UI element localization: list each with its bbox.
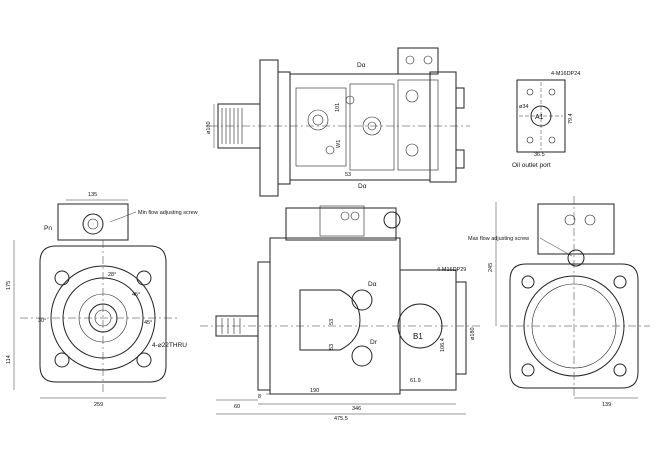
left-175: 175 — [6, 281, 12, 290]
side-53a: 53 — [329, 319, 335, 325]
port-pn: Pn — [44, 225, 52, 232]
port-a1-outlet: A1 — [535, 114, 544, 121]
side-dia: ø180 — [470, 327, 476, 340]
side-619: 61.9 — [410, 378, 421, 384]
right-rear-view: Max flow adjusting screw 245 139 — [468, 196, 650, 408]
outlet-dia: ø34 — [519, 104, 528, 110]
port-b1: B1 — [413, 332, 423, 341]
top-w1: W1 — [336, 140, 342, 148]
left-114: 114 — [6, 355, 12, 364]
side-475: 475.5 — [334, 416, 348, 422]
left-259: 259 — [94, 402, 103, 408]
max-flow-label: Max flow adjusting screw — [468, 236, 529, 242]
port-dr-top: Dα — [358, 183, 367, 190]
top-view: ø180 101 W1 53 Dα Dα — [206, 47, 470, 197]
side-346: 346 — [352, 406, 361, 412]
top-len: 101 — [335, 103, 341, 112]
port-da-top: Dα — [357, 62, 366, 69]
right-139: 139 — [602, 402, 611, 408]
left-30: 30° — [38, 318, 46, 324]
top-shaft-dia: ø180 — [206, 121, 212, 134]
side-thread: 4-M16DP29 — [437, 267, 466, 273]
side-53b: 53 — [329, 344, 335, 350]
left-28: 28° — [108, 272, 116, 278]
left-front-view: 135 Min flow adjusting screw Pn 30° 45° … — [6, 192, 198, 408]
port-da-side: Dα — [368, 281, 377, 288]
side-190: 190 — [310, 388, 319, 394]
side-view: 53 53 Dα Dr B1 4-M16DP29 106.4 ø180 61.9… — [200, 205, 480, 422]
min-flow-label: Min flow adjusting screw — [138, 210, 198, 216]
outlet-79: 79.4 — [568, 113, 574, 124]
through-holes: 4-⌀22THRU — [152, 342, 187, 349]
side-106: 106.4 — [440, 338, 446, 352]
left-135: 135 — [88, 192, 97, 198]
port-dr-side: Dr — [370, 339, 378, 346]
left-45b: 45° — [144, 320, 152, 326]
outlet-thread: 4-M16DP24 — [551, 71, 580, 77]
top-53: 53 — [345, 172, 351, 178]
oil-outlet-detail: 4-M16DP24 A1 ø34 79.4 36.5 Oil outlet po… — [512, 71, 580, 169]
left-45a: 45° — [132, 292, 140, 298]
oil-outlet-label: Oil outlet port — [512, 162, 551, 169]
side-8: 8 — [258, 394, 261, 400]
right-245: 245 — [488, 263, 494, 272]
outlet-36: 36.5 — [534, 152, 545, 158]
side-60: 60 — [234, 404, 240, 410]
